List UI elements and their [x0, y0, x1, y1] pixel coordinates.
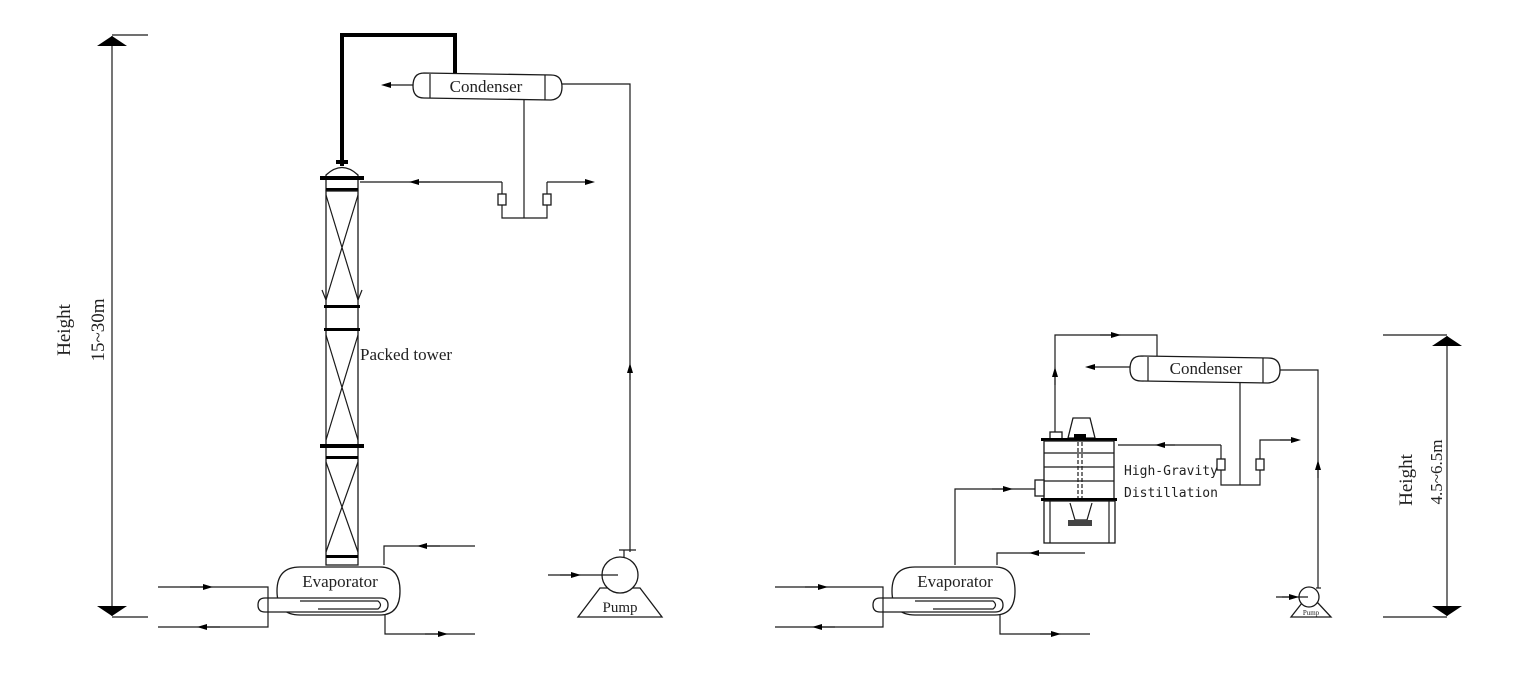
- evaporator-left: Evaporator: [158, 543, 475, 637]
- reflux-split-left: [360, 100, 595, 219]
- evaporator-label: Evaporator: [917, 572, 993, 591]
- flow-meter-icon: [497, 193, 507, 206]
- cooling-water-line: [1280, 369, 1319, 588]
- evaporator-right: Evaporator: [775, 550, 1090, 637]
- height-value: 15~30m: [88, 298, 109, 361]
- height-label: Height: [1396, 453, 1417, 505]
- cooling-water-line: [562, 83, 631, 552]
- evaporator-label: Evaporator: [302, 572, 378, 591]
- pump-left: Pump: [548, 549, 664, 618]
- condenser-right: Condenser: [1085, 355, 1281, 384]
- hgd-label-line2: Distillation: [1124, 486, 1218, 501]
- packed-tower: Packed tower: [320, 160, 452, 566]
- pump-right: Pump: [1276, 586, 1333, 618]
- tower-label: Packed tower: [360, 345, 452, 364]
- condenser-label: Condenser: [1170, 359, 1243, 378]
- pump-label: Pump: [602, 600, 637, 616]
- vapor-line: [1054, 334, 1158, 432]
- vapor-pipe: [340, 33, 457, 166]
- hgd-label-line1: High-Gravity: [1124, 464, 1218, 479]
- left-system: Height 15~30m Condenser: [54, 33, 664, 637]
- condenser-left: Condenser: [381, 72, 563, 101]
- condenser-label: Condenser: [450, 77, 523, 96]
- pump-label: Pump: [1303, 609, 1320, 617]
- flow-meter-icon: [1255, 458, 1265, 471]
- flow-meter-icon: [542, 193, 552, 206]
- flow-meter-icon: [1216, 458, 1226, 471]
- reflux-split-right: [1118, 383, 1301, 486]
- right-system: Height 4.5~6.5m Condenser: [775, 332, 1462, 637]
- height-label: Height: [54, 303, 75, 355]
- height-value: 4.5~6.5m: [1427, 440, 1446, 505]
- height-dimension-left: Height 15~30m: [54, 34, 148, 618]
- height-dimension-right: Height 4.5~6.5m: [1383, 334, 1462, 618]
- high-gravity-distillation-unit: High-Gravity Distillation: [1034, 417, 1218, 544]
